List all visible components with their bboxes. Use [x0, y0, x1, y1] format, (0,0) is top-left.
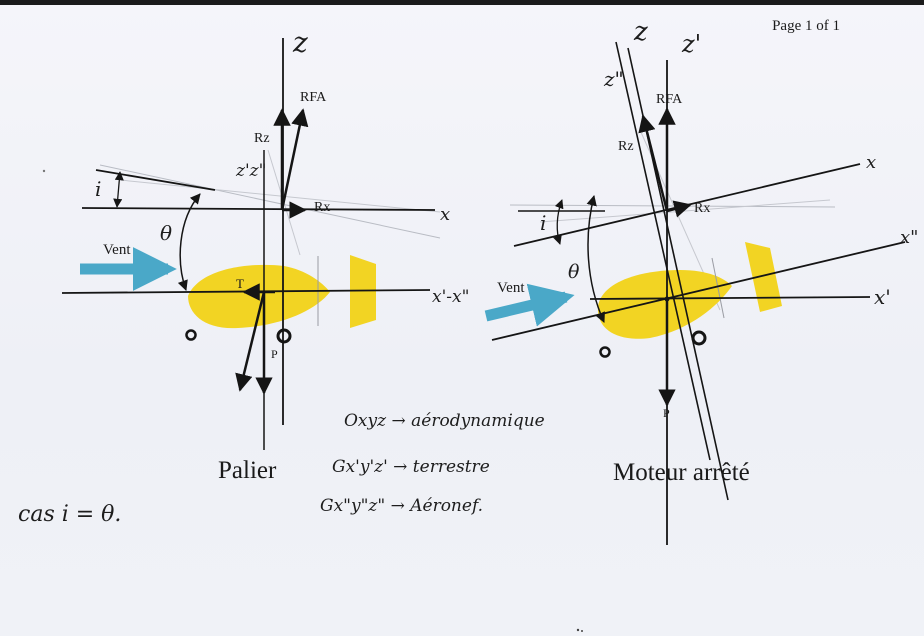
rotor-disc-line: [119, 179, 441, 213]
label-rx: Rx: [314, 200, 330, 215]
rotor-disc-line: [509, 204, 836, 208]
caption-moteur-arrete: Moteur arrêté: [613, 459, 750, 486]
vector-rfa: [638, 114, 669, 212]
angle-i-arc: [553, 199, 564, 245]
figure-palier: z RFA Rz Rx z'z" x x'-x" i θ Vent T P Pa…: [61, 26, 469, 484]
page-number: Page 1 of 1: [772, 18, 840, 34]
wheel-main: [276, 328, 292, 344]
tail-fin: [350, 255, 376, 328]
scan-speck: [581, 630, 583, 632]
wind-arrow: [484, 283, 575, 327]
label-p: P: [271, 347, 278, 361]
caption-palier: Palier: [218, 457, 277, 484]
label-axis-z-prime: z': [681, 30, 701, 58]
handwritten-notes: Oxyz → aérodynamique Gx'y'z' → terrestre…: [18, 411, 545, 527]
label-axis-x-double: x": [900, 227, 918, 248]
label-angle-i: i: [540, 211, 546, 235]
label-rz: Rz: [618, 139, 634, 154]
label-wind: Vent: [103, 242, 131, 258]
figure-moteur-arrete: z z' z" RFA Rz Rx x x" x' i θ Vent P Mot…: [484, 17, 918, 545]
scan-speck: [576, 628, 580, 632]
label-t: T: [236, 276, 244, 291]
label-axis-x-prime: x': [874, 285, 891, 309]
label-axis-zz: z'z": [235, 161, 266, 181]
rotor-plane-line: [95, 169, 216, 191]
angle-theta-arc: [586, 194, 605, 323]
label-rfa: RFA: [656, 92, 683, 107]
note-aeronef: Gx"y"z" → Aéronef.: [320, 496, 483, 516]
axis-x-double: [491, 241, 906, 341]
label-wind: Vent: [497, 280, 525, 296]
label-rz: Rz: [254, 131, 270, 146]
label-angle-theta: θ: [160, 221, 172, 245]
scan-speck: [42, 169, 46, 173]
axis-x: [81, 207, 436, 211]
note-aerodynamique: Oxyz → aérodynamique: [344, 411, 545, 431]
scan-top-edge: [0, 0, 924, 5]
label-rx: Rx: [694, 201, 710, 216]
tail-boom: [711, 257, 725, 319]
wheel-front: [599, 346, 611, 358]
label-axis-x: x: [866, 152, 876, 173]
center-of-gravity: [664, 296, 670, 302]
label-axis-z-double: z": [603, 67, 624, 91]
label-angle-theta: θ: [568, 261, 580, 283]
label-axis-x: x: [440, 204, 450, 225]
vector-rx: [666, 200, 692, 218]
tail-fin: [745, 242, 782, 312]
wheel-front: [185, 329, 197, 341]
vector-rfa: [280, 108, 309, 211]
fuselage: [597, 270, 732, 339]
label-axis-z: z: [633, 17, 648, 47]
label-axis-xx: x'-x": [432, 287, 469, 307]
axis-z-double: [615, 41, 711, 461]
label-rfa: RFA: [300, 90, 327, 105]
label-angle-i: i: [95, 177, 101, 201]
note-terrestre: Gx'y'z' → terrestre: [332, 457, 490, 477]
vector-resultant: [235, 291, 266, 392]
label-p: P: [663, 406, 670, 420]
axis-x-prime: [589, 296, 871, 300]
wheel-main: [691, 330, 707, 346]
angle-i-arc: [113, 171, 124, 208]
note-case-i-theta: cas i = θ.: [18, 502, 121, 527]
angle-theta-arc: [177, 193, 201, 291]
fuselage: [188, 264, 330, 329]
rotor-disc-line: [99, 164, 441, 239]
label-axis-z: z: [292, 26, 308, 59]
